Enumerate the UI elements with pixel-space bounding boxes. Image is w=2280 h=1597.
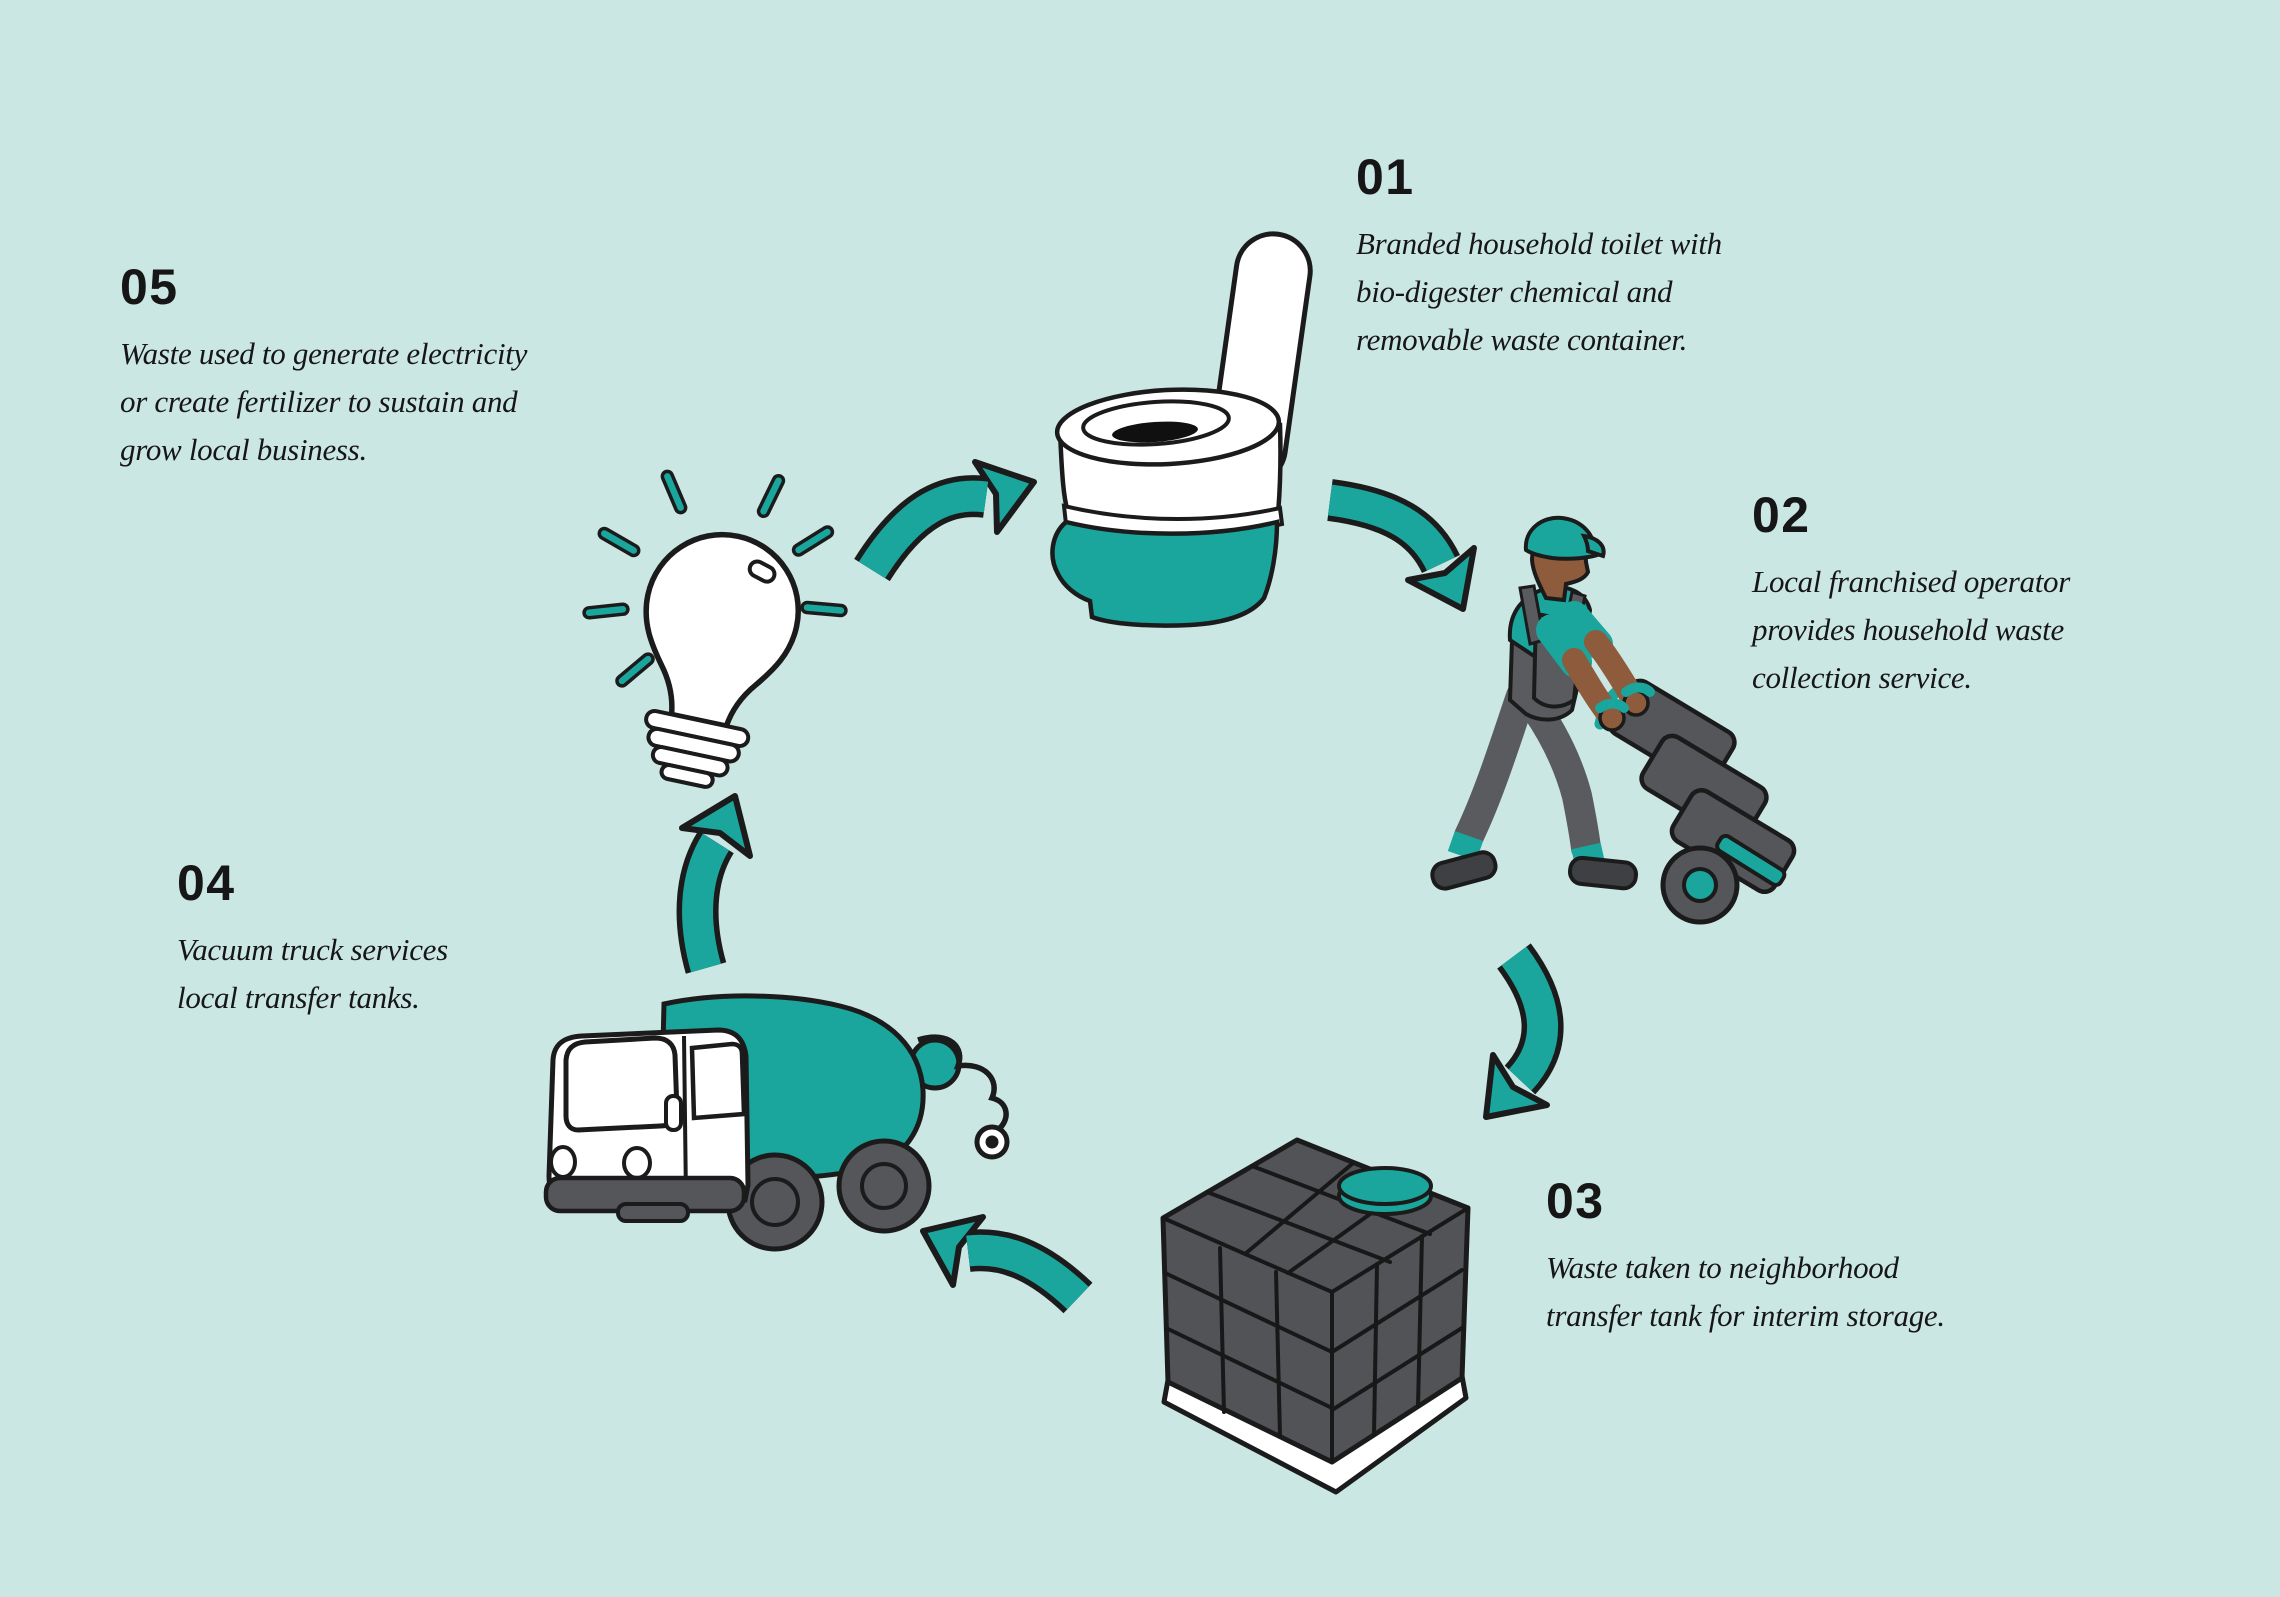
transfer-tank-icon xyxy=(1160,1137,1471,1495)
step-05: 05 Waste used to generate electricity or… xyxy=(120,262,527,474)
toilet-icon xyxy=(1050,231,1313,628)
step-05-description-line: or create fertilizer to sustain and xyxy=(120,384,518,419)
step-05-description-line: grow local business. xyxy=(120,432,367,467)
step-02-description-line: provides household waste xyxy=(1752,612,2064,647)
step-04: 04 Vacuum truck services local transfer … xyxy=(177,858,448,1022)
step-05-description-line: Waste used to generate electricity xyxy=(120,336,528,371)
step-04-number: 04 xyxy=(177,855,236,911)
step-01-number: 01 xyxy=(1356,149,1415,205)
step-04-description-line: local transfer tanks. xyxy=(177,980,420,1015)
step-05-number: 05 xyxy=(120,259,179,315)
lightbulb-icon xyxy=(582,469,848,789)
arrow-tank-to-truck-icon xyxy=(920,1214,1093,1314)
step-02: 02 Local franchised operator provides ho… xyxy=(1752,490,2070,702)
arrow-bulb-to-toilet-icon xyxy=(854,459,1037,582)
arrow-toilet-to-collector-icon xyxy=(1327,479,1477,612)
step-03-description-line: transfer tank for interim storage. xyxy=(1546,1298,1945,1333)
waste-collector-icon xyxy=(1430,515,1797,925)
step-03-number: 03 xyxy=(1546,1173,1605,1229)
arrow-truck-to-bulb-icon xyxy=(676,793,753,974)
step-02-description-line: collection service. xyxy=(1752,660,1972,695)
step-02-number: 02 xyxy=(1752,487,1811,543)
step-01-description-line: bio-digester chemical and xyxy=(1356,274,1673,309)
step-01: 01 Branded household toilet with bio-dig… xyxy=(1356,152,1722,364)
step-03: 03 Waste taken to neighborhood transfer … xyxy=(1546,1176,1945,1340)
step-04-description-line: Vacuum truck services xyxy=(177,932,448,967)
arrow-collector-to-tank-icon xyxy=(1483,943,1564,1120)
vacuum-truck-icon xyxy=(543,993,1010,1252)
step-03-description-line: Waste taken to neighborhood xyxy=(1546,1250,1899,1285)
step-01-description-line: removable waste container. xyxy=(1356,322,1688,357)
step-02-description-line: Local franchised operator xyxy=(1752,564,2070,599)
step-01-description-line: Branded household toilet with xyxy=(1356,226,1722,261)
